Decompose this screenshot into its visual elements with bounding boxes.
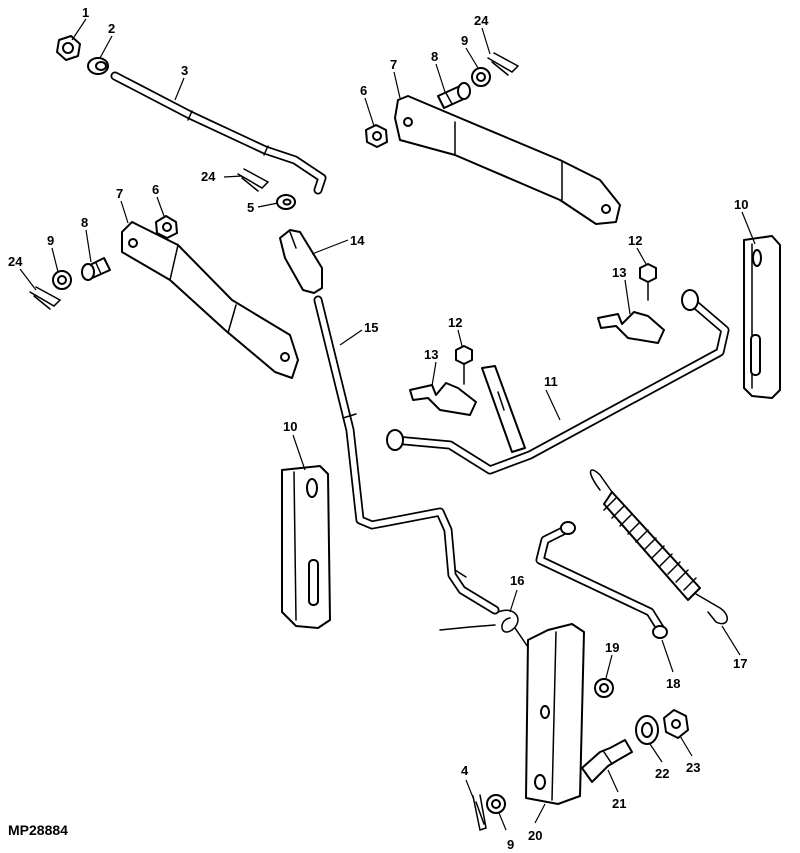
callout-13-right: 13 bbox=[612, 265, 626, 280]
callout-13-left: 13 bbox=[424, 347, 438, 362]
part-10-plate-right bbox=[743, 235, 781, 399]
part-9-washer-lower bbox=[486, 794, 506, 814]
part-9-washer-left bbox=[52, 270, 72, 290]
part-3-link-rod bbox=[110, 71, 327, 195]
part-12-bolt-right bbox=[639, 263, 657, 301]
part-1-hex-nut bbox=[56, 35, 81, 61]
part-7-lift-arm-left bbox=[121, 221, 299, 379]
part-24-hairpin-upper bbox=[487, 52, 520, 76]
part-6-hex-nut-left bbox=[155, 215, 178, 239]
part-20-pedal-arm bbox=[525, 623, 585, 805]
part-4-hairpin-lower bbox=[472, 794, 487, 831]
callout-23: 23 bbox=[686, 760, 700, 775]
part-2-bushing bbox=[87, 57, 109, 75]
callout-1: 1 bbox=[82, 5, 89, 20]
part-10-plate-left bbox=[281, 465, 331, 629]
part-6-hex-nut-upper bbox=[365, 124, 388, 148]
part-21-shoulder-bolt bbox=[581, 739, 633, 783]
part-9-washer-upper bbox=[471, 67, 491, 87]
callout-7-upper: 7 bbox=[390, 57, 397, 72]
figure-code: MP28884 bbox=[8, 822, 68, 838]
part-15-lift-lever bbox=[313, 295, 500, 615]
callout-12-left: 12 bbox=[448, 315, 462, 330]
part-22-washer bbox=[635, 715, 659, 745]
callout-9-left: 9 bbox=[47, 233, 54, 248]
callout-24-left: 24 bbox=[8, 254, 23, 269]
part-17-spring bbox=[589, 469, 728, 625]
callout-3: 3 bbox=[181, 63, 188, 78]
part-8-pin-upper bbox=[437, 82, 471, 109]
part-23-hex-nut bbox=[663, 709, 689, 739]
callout-9-lower: 9 bbox=[507, 837, 514, 852]
callout-21: 21 bbox=[612, 796, 626, 811]
leader-lines bbox=[19, 18, 756, 831]
callout-18: 18 bbox=[666, 676, 680, 691]
callout-6-left: 6 bbox=[152, 182, 159, 197]
callout-15: 15 bbox=[364, 320, 378, 335]
callout-8-upper: 8 bbox=[431, 49, 438, 64]
part-24-hairpin-middle bbox=[237, 168, 270, 192]
part-16-torsion-spring bbox=[439, 609, 531, 651]
callout-7-left: 7 bbox=[116, 186, 123, 201]
callout-12-right: 12 bbox=[628, 233, 642, 248]
callout-11: 11 bbox=[544, 374, 558, 389]
callout-14: 14 bbox=[350, 233, 365, 248]
callout-20: 20 bbox=[528, 828, 542, 843]
callout-16: 16 bbox=[510, 573, 524, 588]
callout-17: 17 bbox=[733, 656, 747, 671]
callout-19: 19 bbox=[605, 640, 619, 655]
callout-labels: 1 2 3 4 5 6 6 7 7 8 8 9 9 9 10 10 11 12 … bbox=[8, 5, 748, 852]
callout-4-lower: 4 bbox=[461, 763, 469, 778]
callout-24-middle: 24 bbox=[201, 169, 216, 184]
part-8-pin-left bbox=[81, 257, 111, 281]
part-5-washer bbox=[276, 194, 296, 210]
callout-10-left: 10 bbox=[283, 419, 297, 434]
part-11-rockshaft bbox=[386, 289, 730, 475]
callout-8-left: 8 bbox=[81, 215, 88, 230]
callout-2: 2 bbox=[108, 21, 115, 36]
part-14-handle-grip bbox=[279, 229, 323, 294]
part-13-clamp-right bbox=[597, 311, 665, 344]
callout-5: 5 bbox=[247, 200, 254, 215]
callout-9-upper: 9 bbox=[461, 33, 468, 48]
callout-24-upper: 24 bbox=[474, 13, 489, 28]
part-18-link bbox=[535, 521, 668, 639]
callout-6-upper: 6 bbox=[360, 83, 367, 98]
part-24-hairpin-left bbox=[29, 286, 62, 310]
callout-22: 22 bbox=[655, 766, 669, 781]
part-7-lift-arm-upper bbox=[394, 95, 621, 225]
part-12-bolt-left bbox=[455, 345, 473, 385]
callout-10-right: 10 bbox=[734, 197, 748, 212]
part-13-clamp-left bbox=[409, 382, 477, 416]
part-19-washer bbox=[594, 678, 614, 698]
